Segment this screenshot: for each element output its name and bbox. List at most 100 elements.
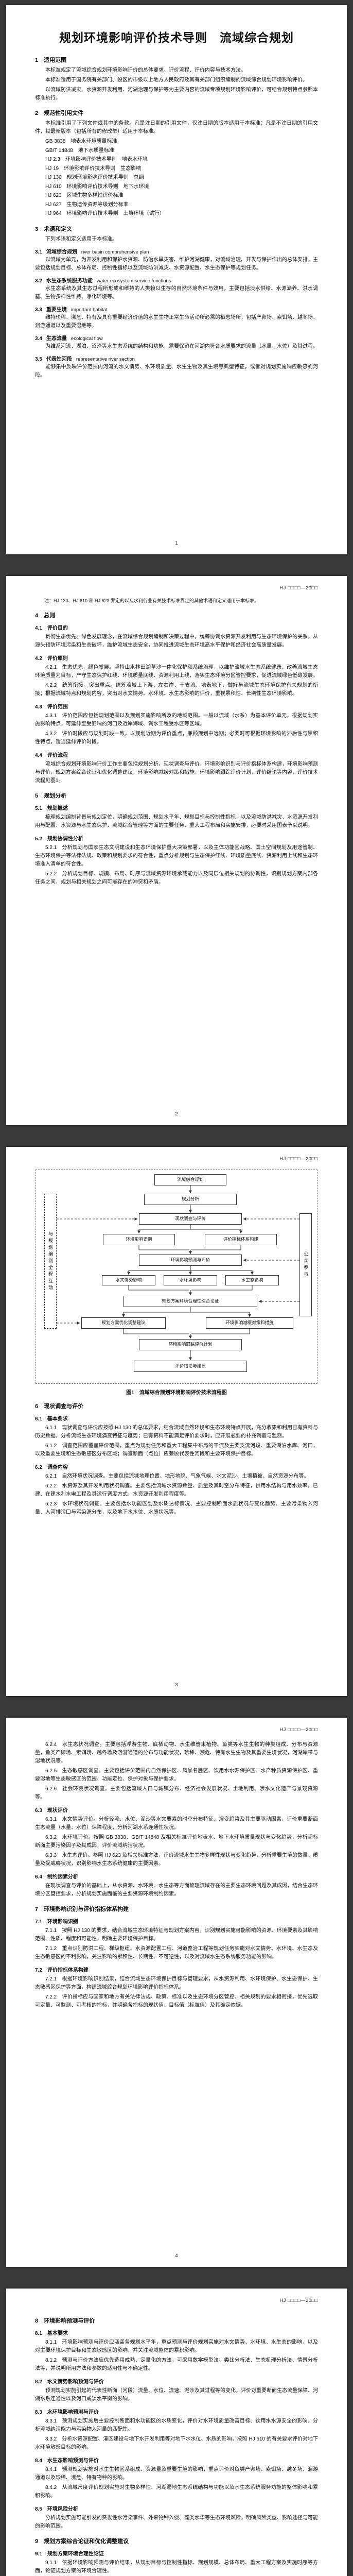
- page-number: 3: [175, 1682, 178, 1688]
- clause-heading: 4.2 评价原则: [35, 655, 68, 662]
- clause-heading: 6.2 调查内容: [35, 1465, 68, 1470]
- clause-heading: 6.3 现状评价: [35, 1808, 68, 1814]
- flow-node-public-participation: 公众参与: [299, 1213, 312, 1316]
- flow-node-conclusion: 评价结论与建议: [134, 1361, 247, 1372]
- paragraph: 8.3.1 预测规划实施后主要控制断面和水功能区的水质变化，评价对水环境质量改善…: [35, 2418, 318, 2432]
- paragraph: 4.3.2 评价时段应与规划时段一致，以规划近期为评价重点，兼顾规划中远期；必要…: [35, 731, 318, 745]
- figure-caption: 图1 流域综合规划环境影响评价技术流程图: [126, 1390, 227, 1396]
- paragraph: 6.2.4 水生态状况调查。主要包括浮游生物、底栖动物、水生维管束植物、鱼类等水…: [35, 1742, 318, 1764]
- term-definition: 水生态系统及其生态过程所形成和维持的人类赖以生存的自然环境条件与效用，主要包括淡…: [35, 285, 318, 300]
- paragraph: 7.1.2 重点识别防洪工程、梯级枢纽、水资源配置工程、河道整治工程等规划任务实…: [35, 1946, 318, 1960]
- flow-node-mitigation: 环境影响减缓对策和措施: [206, 1317, 293, 1329]
- paragraph: 6.2.5 生态敏感区调查。主要包括评价范围内自然保护区、风景名胜区、饮用水水源…: [35, 1768, 318, 1782]
- section-9-heading: 9 规划方案综合论证和优化调整建议: [35, 2538, 129, 2545]
- flow-node-water-eco-impact: 水生态影响: [225, 1275, 279, 1285]
- section-1-heading: 1 适用范围: [35, 57, 67, 63]
- term-definition: 维持珍稀、濒危、特有及具有重要经济价值的水生生物正常生命活动所必需的栖息场所，包…: [35, 314, 318, 329]
- term-english: representative river section: [76, 356, 135, 362]
- paragraph: 下列术语和定义适用于本标准。: [45, 236, 117, 242]
- reference-item: GB 3838 地表水环境质量标准: [45, 139, 117, 144]
- reference-item: HJ 610 环境影响评价技术导则 地下水环境: [45, 183, 149, 190]
- term-chinese: 重要生境: [46, 307, 67, 313]
- paragraph: 6.3.3 水生态评价。参照 HJ 623 及相关标准方法，评价流域水生生物多样…: [35, 1853, 318, 1867]
- page-number: 1: [175, 540, 178, 546]
- flow-node-hydrology-impact: 水文情势影响: [102, 1275, 155, 1285]
- paragraph: 预测规划实施引起的代表性断面（河段）流量、水位、流速、泥沙及其过程等的变化，评价…: [35, 2388, 318, 2402]
- section-3-heading: 3 术语和定义: [35, 226, 73, 232]
- section-4-heading: 4 总则: [35, 612, 56, 619]
- clause-heading: 4.3 评价范围: [35, 704, 68, 710]
- term-english: ecological flow: [70, 335, 103, 342]
- term-english: important habitat: [70, 307, 108, 313]
- paragraph: 6.3.1 水文情势评价。分析径流、水位、泥沙等水文要素的时空分布特征、演变趋势…: [35, 1817, 318, 1831]
- clause-heading: 7.2 评价指标体系构建: [35, 1968, 89, 1973]
- term-number: 3.1: [35, 249, 42, 255]
- paragraph: 6.2.3 水环境状况调查。主要包括水功能区划及水质达标情况、主要控制断面水质状…: [35, 1501, 318, 1515]
- document-title: 规划环境影响评价技术导则 流域综合规划: [59, 31, 294, 44]
- paragraph: 8.4.2 从流域尺度评价规划实施对生物多样性、河湖湿地生态系统结构与功能以及水…: [35, 2485, 318, 2499]
- clause-heading: 5.1 规划概述: [35, 805, 68, 811]
- section-8-heading: 8 环境影响预测与评价: [35, 2318, 95, 2324]
- reference-item: HJ 627 生物遗传资源等级划分标准: [45, 201, 129, 208]
- paragraph: 本标准适用于国务院有关部门、设区的市级以上地方人民政府及其有关部门组织编制的流域…: [45, 77, 308, 83]
- section-5-heading: 5 规划分析: [35, 792, 67, 799]
- reference-item: HJ 130 规划环境影响评价技术导则 总纲: [45, 175, 144, 180]
- term-chinese: 水生态系统服务功能: [46, 278, 93, 284]
- paragraph: 5.2.1 分析规划与国家生态文明建设和生态环境保护重大决策部署，以及主体功能区…: [35, 844, 318, 867]
- standard-number-header: HJ □□□□—20□□: [279, 1727, 318, 1733]
- flow-node-plan: 流域综合规划: [154, 1174, 226, 1185]
- term-number: 3.4: [35, 335, 42, 342]
- page-number: 4: [175, 2253, 178, 2259]
- term-chinese: 生态流量: [46, 335, 67, 342]
- paragraph: 8.3.2 分析水资源配置、灌区建设与地下水开发利用等对地下水水位、水质的影响，…: [35, 2436, 318, 2450]
- flow-node-rationality-argue: 规划方案环境合理性综合论证: [123, 1296, 257, 1307]
- flow-node-plan-interaction: 与规划编制全程互动: [44, 1194, 57, 1329]
- paragraph: 在现状调查与评价的基础上，从水资源、水环境、水生态等方面梳理流域存在的主要生态环…: [35, 1883, 318, 1897]
- term-chinese: 代表性河段: [46, 356, 72, 362]
- paragraph: 以流域防洪减灾、水资源开发利用、河湖治理与保护等为主要内容的流域专项规划环境影响…: [35, 87, 318, 101]
- paragraph: 6.1.1 现状调查与评价应按照 HJ 130 的总体要求，结合流域自然环境和生…: [35, 1425, 318, 1439]
- clause-heading: 4.1 评价目的: [35, 625, 68, 631]
- page-1: 规划环境影响评价技术导则 流域综合规划 1 适用范围 本标准规定了流域综合规划环…: [6, 5, 347, 554]
- flow-node-predict: 环境影响预测与评价: [139, 1255, 242, 1266]
- page-2: HJ □□□□—20□□ 注：HJ 130、HJ 610 和 HJ 623 界定…: [6, 576, 347, 1125]
- term-english: water ecosystem service functions: [96, 278, 171, 284]
- paragraph: 4.2.2 统筹衔接，突出重点。统筹流域上下游、左右岸、干支流、地表地下，做好与…: [35, 682, 318, 697]
- paragraph: 流域综合规划环境影响评价工作主要包括规划分析，现状调查与评价，环境影响识别与评价…: [35, 761, 318, 784]
- clause-heading: 8.2 水文情势影响预测与评价: [35, 2379, 104, 2385]
- flow-node-impact-identify: 环境影响识别: [103, 1234, 175, 1245]
- flowchart: 流域综合规划 规划分析 现状调查与评价 环境影响识别 评价指标体系构建 环境影响…: [36, 1170, 317, 1384]
- term-definition: 能够集中反映评价范围内河流的水文情势、水环境质量、水生生物及其生境等典型特征，或…: [35, 364, 318, 378]
- paragraph: 6.2.1 自然环境状况调查。主要包括流域地理位置、地形地貌、气象气候、水文泥沙…: [45, 1473, 309, 1479]
- page-5: HJ □□□□—20□□ 8 环境影响预测与评价 8.1 基本要求 8.1.1 …: [6, 2289, 347, 2576]
- paragraph: 6.3.2 水环境评价。按照 GB 3838、GB/T 14848 及相关标准评…: [35, 1835, 318, 1849]
- paragraph: 6.2.2 水资源及其开发利用状况调查。主要包括流域水资源数量、质量及其时空分布…: [35, 1483, 318, 1497]
- paragraph: 本标准规定了流域综合规划环境影响评价的总体要求、评价流程、评价内容与技术方法。: [45, 67, 246, 73]
- clause-heading: 8.4 水生态影响预测与评价: [35, 2458, 99, 2464]
- paragraph: 7.2.2 评价指标应与国家和地方有关法律法规、政策、标准以及生态环境分区管控、…: [35, 1994, 318, 2008]
- reference-item: HJ 623 区域生物多样性评价标准: [45, 193, 123, 198]
- clause-heading: 4.4 评价流程: [35, 752, 68, 758]
- paragraph: 8.1.2 预测与评价方法应优先选用成熟、定量化的方法，可采用数学模型法、类比分…: [35, 2358, 318, 2371]
- reference-item: HJ 2.3 环境影响评价技术导则 地表水环境: [45, 157, 148, 162]
- paragraph: 6.2.6 社会环境状况调查。主要包括流域人口与城镇分布、经济社会发展状况、土地…: [35, 1786, 318, 1800]
- paragraph: 8.1.1 环境影响预测与评价应涵盖各规划水平年，重点预测与评价规划实施对水文情…: [35, 2340, 318, 2353]
- paragraph: 9.1.1 依据环境影响预测与评价结果，从规划目标与控制性指标、规划规模、总体布…: [35, 2560, 318, 2574]
- paragraph: 7.1.1 按照 HJ 130 的要求，结合流域生态环境特征与规划方案内容，识别…: [35, 1928, 318, 1942]
- clause-heading: 5.2 规划协调性分析: [35, 836, 83, 842]
- flow-node-tracking-plan: 环境影响跟踪评价计划: [139, 1339, 242, 1350]
- term-definition: 以流域为单元，为开发利用和保护水资源、防治水旱灾害、维护河湖健康，对流域治理、开…: [35, 257, 318, 271]
- term-chinese: 流域综合规划: [46, 249, 77, 255]
- reference-item: GB/T 14848 地下水质量标准: [45, 147, 114, 154]
- section-6-heading: 6 现状调查与评价: [35, 1403, 84, 1410]
- clause-heading: 7.1 环境影响识别: [35, 1919, 78, 1925]
- term-number: 3.3: [35, 307, 42, 313]
- paragraph: 7.2.1 根据环境影响识别结果，结合流域生态环境保护目标与管理要求，从水资源利…: [35, 1976, 318, 1990]
- reference-item: HJ 19 环境影响评价技术导则 生态影响: [45, 165, 142, 172]
- flowchart-connectors: [57, 1185, 299, 1361]
- paragraph: 梳理规划编制背景与规划定位，明确规划范围、规划水平年、规划目标与控制性指标，以及…: [35, 814, 318, 828]
- page-number: 2: [175, 1111, 178, 1117]
- paragraph: 本标准引用了下列文件或其中的条款。凡是注日期的引用文件，仅注日期的版本适用于本标…: [35, 121, 318, 134]
- term-number: 3.2: [35, 278, 42, 284]
